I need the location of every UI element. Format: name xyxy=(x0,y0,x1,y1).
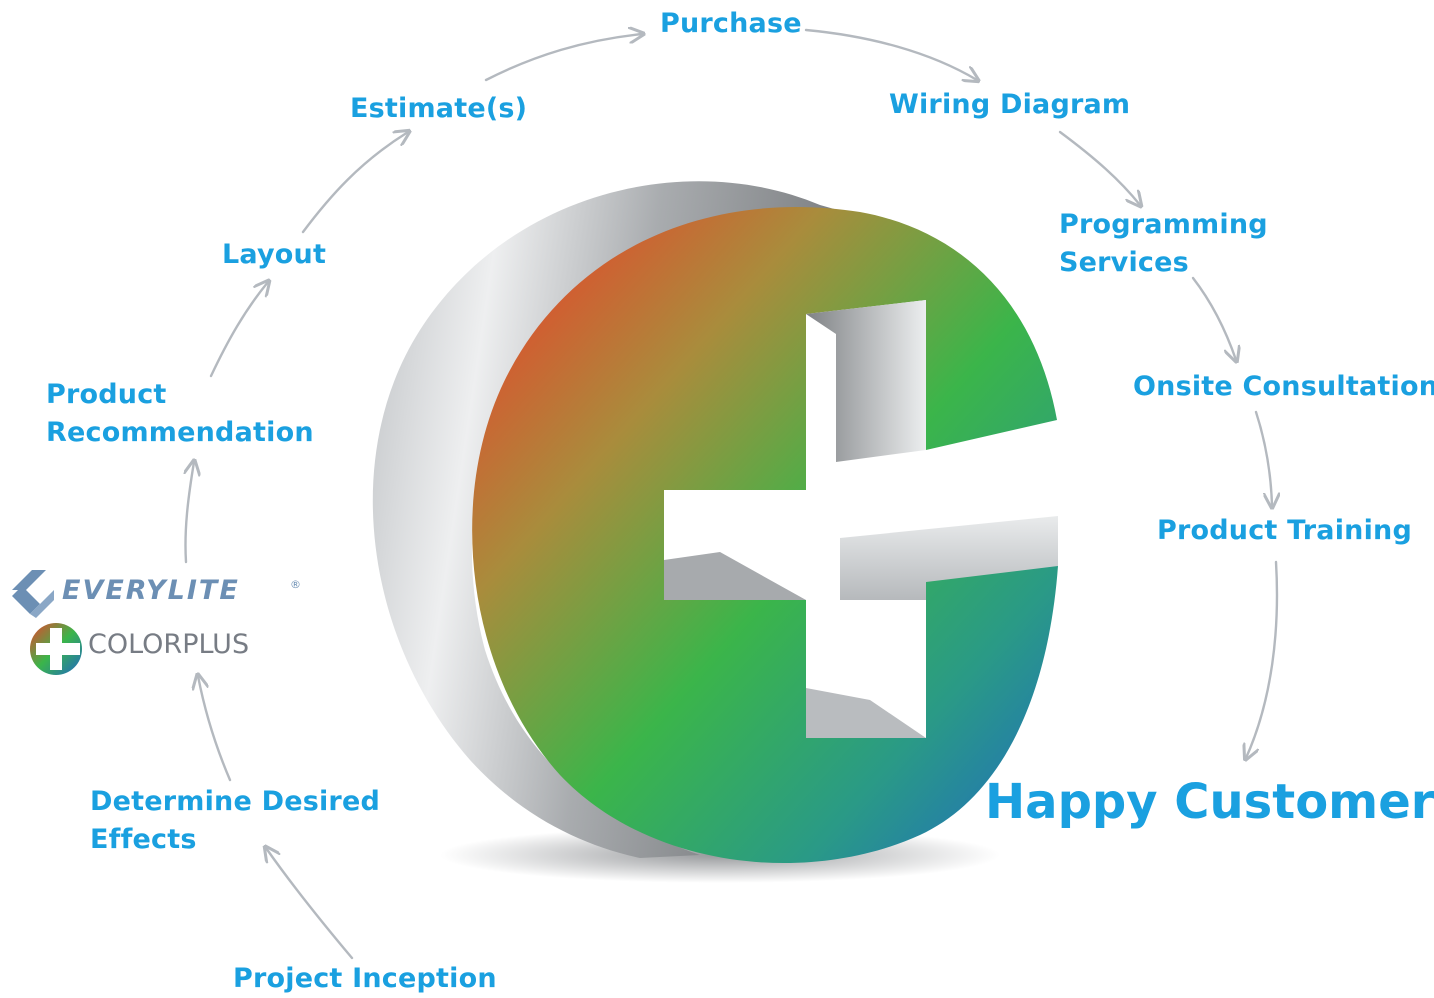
arrow-inception-to-effects xyxy=(266,848,354,960)
everylite-wordmark: EVERYLITE xyxy=(62,575,240,606)
plus-inner-right-step xyxy=(840,516,1058,600)
arrow-onsite-to-training xyxy=(1254,410,1272,506)
step-wiring-diagram: Wiring Diagram xyxy=(889,89,1131,120)
colorplus-3d-emblem xyxy=(372,181,1058,864)
step-purchase: Purchase xyxy=(660,8,802,39)
step-determine-effects: Determine Desired Effects xyxy=(90,786,380,855)
step-happy-customer: Happy Customer xyxy=(985,774,1434,830)
step-layout: Layout xyxy=(222,239,327,270)
arrow-layout-to-estimate xyxy=(301,132,408,234)
flow-arrows xyxy=(185,28,1279,960)
step-onsite-consultation: Onsite Consultation xyxy=(1133,371,1434,402)
plus-inner-top-wall xyxy=(806,300,926,462)
arrow-purchase-to-wiring xyxy=(804,28,977,80)
arrow-logo-to-recommendation xyxy=(185,462,194,564)
arrow-recommendation-to-layout xyxy=(209,282,268,378)
everylite-logo-icon xyxy=(12,570,54,618)
plus-inner-bottom-wall xyxy=(806,688,926,738)
step-programming-services: Programming Services xyxy=(1059,209,1268,278)
colorplus-logo-icon xyxy=(30,623,82,675)
step-estimates: Estimate(s) xyxy=(350,93,528,124)
step-product-recommendation: Product Recommendation xyxy=(46,379,314,448)
registered-mark: ® xyxy=(290,578,301,591)
arrow-training-to-happy xyxy=(1246,560,1279,758)
arrow-estimate-to-purchase xyxy=(484,34,642,82)
step-product-training: Product Training xyxy=(1157,515,1412,546)
plus-inner-left-arm xyxy=(664,552,806,600)
arrow-programming-to-onsite xyxy=(1191,276,1236,360)
arrow-wiring-to-programming xyxy=(1058,130,1140,205)
emblem-rim xyxy=(372,181,880,858)
colorplus-wordmark: COLORPLUS xyxy=(88,629,250,660)
step-project-inception: Project Inception xyxy=(233,963,497,994)
emblem-face xyxy=(472,206,1058,864)
arrow-effects-to-logo xyxy=(198,676,232,782)
